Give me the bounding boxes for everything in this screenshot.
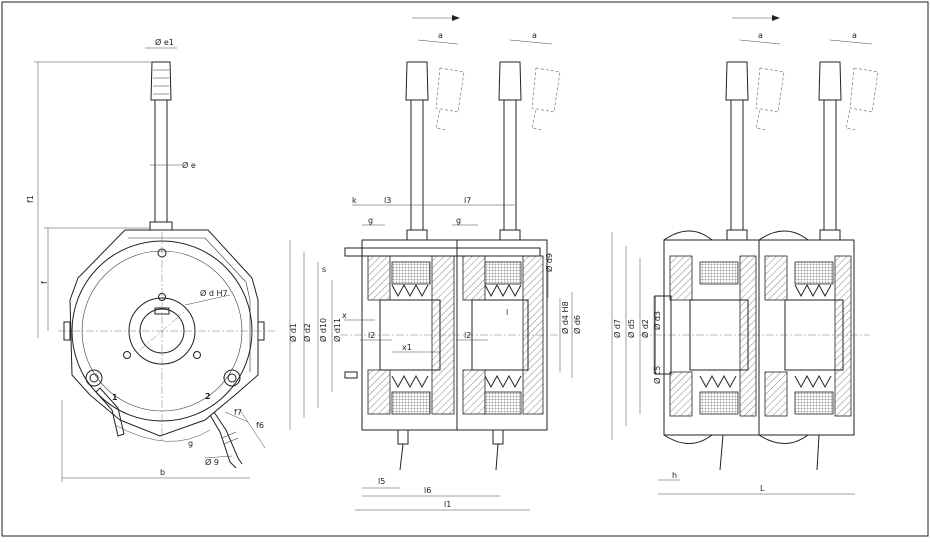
- front-view: Ø e1 Ø e Ø d H7 f1 f b g Ø 9 f7 f6 1 2: [26, 37, 275, 482]
- label-c5: Ø c5: [652, 366, 662, 384]
- label-d6: Ø d6: [572, 315, 582, 334]
- label-l7: l7: [464, 196, 471, 205]
- label-a-1: a: [438, 31, 443, 40]
- side-handle-2: [818, 61, 842, 101]
- cable-gland-2: [209, 414, 237, 469]
- label-d3: Ø d3: [652, 311, 662, 330]
- coil-2-top: [484, 261, 522, 285]
- cable-gland-1: [95, 387, 125, 437]
- label-d1: Ø d1: [288, 323, 298, 342]
- label-d2-b: Ø d2: [640, 319, 650, 338]
- label-g-1: g: [368, 216, 373, 225]
- label-e1: Ø e1: [155, 37, 174, 47]
- label-d2: Ø d2: [302, 323, 312, 342]
- label-x1: x1: [402, 343, 412, 352]
- unit-4-housing: [758, 239, 855, 436]
- side-view: a a Ø d7 Ø d5 Ø d2 Ø d3 Ø c5 h L: [611, 15, 879, 495]
- label-l2-2: l2: [464, 331, 471, 340]
- label-b: b: [160, 468, 165, 477]
- label-a-4: a: [852, 31, 857, 40]
- label-g-2: g: [456, 216, 461, 225]
- label-l2-1: l2: [368, 331, 375, 340]
- tie-rod: [344, 247, 541, 257]
- label-h: h: [672, 471, 677, 480]
- label-a-3: a: [758, 31, 763, 40]
- section-view: a a k l3 l7 g g s Ø d1 Ø d2 Ø d10 Ø d11 …: [288, 15, 582, 511]
- label-l6: l6: [424, 486, 431, 495]
- label-dH7: Ø d H7: [200, 288, 228, 298]
- side-handle-1: [725, 61, 749, 101]
- label-f7: f7: [234, 408, 242, 417]
- front-lever-shaft: [154, 99, 168, 223]
- front-handle-grip: [150, 61, 172, 101]
- label-d7: Ø d7: [612, 319, 622, 338]
- label-l1: l1: [444, 500, 451, 509]
- label-f1: f1: [26, 195, 35, 203]
- label-l3: l3: [384, 196, 391, 205]
- label-s: s: [322, 265, 326, 274]
- coil-1-top: [391, 261, 431, 285]
- housing-outline: [69, 229, 259, 437]
- label-d9b: Ø d9: [544, 253, 554, 272]
- label-l: l: [506, 308, 508, 317]
- label-d9: Ø 9: [205, 457, 219, 467]
- label-g: g: [188, 439, 193, 448]
- label-f: f: [40, 281, 49, 284]
- label-l5: l5: [378, 477, 385, 486]
- label-a-2: a: [532, 31, 537, 40]
- label-L: L: [760, 484, 765, 493]
- section-handle-1: [405, 61, 429, 101]
- label-e: Ø e: [182, 160, 196, 170]
- label-d5: Ø d5: [626, 319, 636, 338]
- label-d4H8: Ø d4 H8: [560, 301, 570, 334]
- label-n2: 2: [205, 392, 211, 401]
- label-n1: 1: [112, 393, 118, 402]
- section-handle-2: [498, 61, 522, 101]
- label-x: x: [342, 311, 347, 320]
- label-k: k: [352, 196, 357, 205]
- label-d11: Ø d11: [332, 318, 342, 342]
- label-f6: f6: [256, 421, 264, 430]
- label-d10: Ø d10: [318, 318, 328, 342]
